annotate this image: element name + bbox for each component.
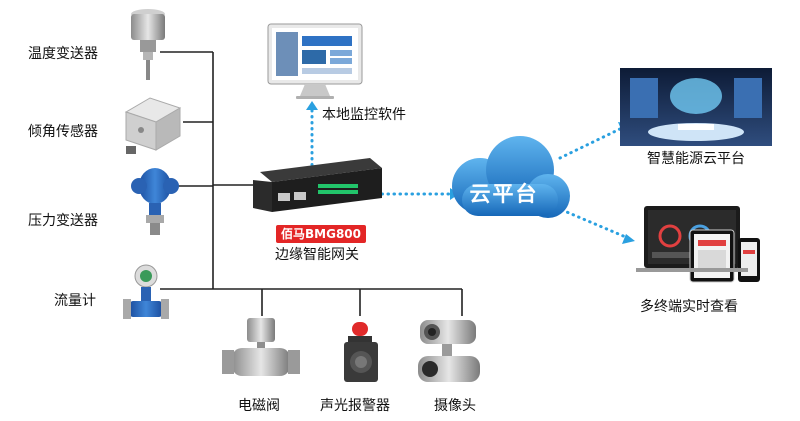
label-flowmeter: 流量计 (54, 293, 96, 309)
multi-device-icon (636, 206, 760, 283)
label-energy-cloud-platform: 智慧能源云平台 (647, 151, 745, 167)
label-cloud-platform: 云平台 (469, 182, 539, 206)
label-tilt-sensor: 倾角传感器 (28, 124, 98, 140)
tilt-sensor-icon (124, 97, 182, 154)
label-multi-terminal-view: 多终端实时查看 (640, 299, 738, 315)
camera-icon (418, 320, 480, 382)
arrow-up-local (306, 101, 318, 110)
label-solenoid-valve: 电磁阀 (238, 398, 280, 414)
arrow-to-terminals (622, 234, 635, 244)
label-camera: 摄像头 (434, 398, 476, 414)
label-local-monitoring-software: 本地监控软件 (322, 107, 406, 123)
local-monitor-icon (267, 23, 363, 99)
alarm-light-icon (344, 322, 378, 382)
label-pressure-transmitter: 压力变送器 (28, 213, 98, 229)
dotted-links (310, 106, 630, 240)
energy-cloud-dashboard-icon (620, 68, 772, 146)
flowmeter-icon (123, 264, 169, 319)
cloud-platform-icon (452, 136, 570, 218)
label-edge-gateway: 边缘智能网关 (275, 247, 359, 263)
label-alarm-light: 声光报警器 (320, 398, 390, 414)
pressure-transmitter-icon (131, 168, 179, 235)
gateway-device-icon (253, 158, 382, 212)
gateway-brand-badge: 佰马BMG800 (276, 225, 366, 243)
label-temperature-transmitter: 温度变送器 (28, 46, 98, 62)
solenoid-valve-icon (222, 318, 300, 376)
temperature-transmitter-icon (131, 9, 165, 80)
